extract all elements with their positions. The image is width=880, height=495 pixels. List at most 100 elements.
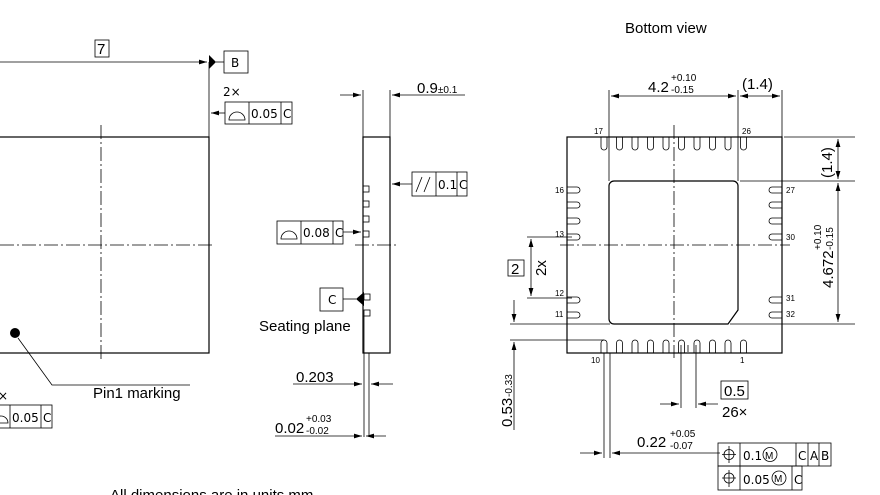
pin-pad — [616, 339, 623, 353]
svg-text:0.53: 0.53 — [499, 398, 516, 427]
svg-text:0.05: 0.05 — [251, 107, 278, 121]
svg-text:-0.33: -0.33 — [504, 374, 515, 397]
lead-dim: 0.203 — [296, 369, 334, 386]
svg-text:+0.10: +0.10 — [671, 73, 697, 84]
svg-text:0.08: 0.08 — [303, 226, 330, 240]
bottom-view-title: Bottom view — [625, 20, 707, 37]
pin-pad — [678, 137, 685, 151]
standoff-dim: 0.02 — [275, 420, 304, 437]
width-dim: 7 — [97, 41, 105, 58]
pin-pad — [740, 137, 747, 151]
datum-c: C — [328, 293, 336, 307]
pin-pad — [616, 137, 623, 151]
svg-text:C: C — [798, 449, 806, 463]
svg-text:C: C — [335, 226, 343, 240]
svg-text:0.05: 0.05 — [12, 411, 39, 425]
svg-text:2: 2 — [511, 261, 519, 278]
pin-pad — [709, 137, 716, 151]
svg-text:30: 30 — [786, 233, 795, 242]
svg-text:17: 17 — [594, 127, 603, 136]
fcf-profile-top: 0.05 C — [224, 101, 293, 125]
fcf-position-2: 0.05 M C — [717, 465, 803, 491]
svg-text:(1.4): (1.4) — [742, 76, 773, 93]
position-icon — [722, 446, 736, 463]
svg-text:-0.02: -0.02 — [306, 426, 329, 437]
exposed-pad — [608, 180, 739, 325]
svg-text:13: 13 — [555, 230, 564, 239]
fcf-profile-lower: 0.05 C — [0, 404, 53, 429]
svg-text:11: 11 — [555, 310, 564, 319]
svg-text:+0.03: +0.03 — [306, 414, 332, 425]
pin-pad — [724, 339, 732, 353]
svg-text:-0.15: -0.15 — [825, 227, 836, 250]
fcf-profile-side: 0.08 C — [276, 220, 344, 245]
pin-pad — [567, 296, 581, 304]
pin-pad — [678, 339, 685, 353]
pin1-dot — [10, 328, 20, 338]
pin-pad — [768, 296, 782, 304]
parallelism-icon — [415, 176, 431, 193]
svg-text:0.1: 0.1 — [438, 178, 457, 192]
pin-pad — [693, 339, 701, 353]
svg-text:+0.10: +0.10 — [813, 224, 824, 250]
datum-triangle-icon — [209, 55, 216, 69]
pin-pad — [567, 233, 581, 241]
svg-text:C: C — [794, 473, 802, 487]
pin-pad — [709, 339, 716, 353]
pin-pad — [631, 339, 639, 353]
svg-text:(1.4): (1.4) — [819, 147, 836, 178]
lead-width-dim: 0.22 — [637, 434, 666, 451]
svg-text:0.1: 0.1 — [743, 449, 762, 463]
pin-pad — [768, 217, 782, 225]
pin-pad — [600, 339, 608, 353]
svg-text:M: M — [774, 474, 782, 485]
svg-text:2x: 2x — [533, 260, 550, 276]
count-2x: 2× — [223, 85, 241, 99]
svg-text:16: 16 — [555, 186, 564, 195]
pin1-label: Pin1 marking — [93, 385, 181, 402]
pin-pad — [724, 137, 732, 151]
svg-text:4.672: 4.672 — [820, 250, 837, 288]
pin-pad — [693, 137, 701, 151]
pin-pad — [567, 311, 581, 319]
pin-pad — [662, 339, 670, 353]
svg-text:C: C — [283, 107, 291, 121]
profile-surface-icon — [228, 111, 246, 121]
svg-text:C: C — [459, 178, 467, 192]
svg-text:C: C — [43, 411, 51, 425]
svg-text:+0.05: +0.05 — [670, 429, 696, 440]
fcf-position-1: 0.1 M C A B — [717, 442, 832, 467]
svg-text:12: 12 — [555, 289, 564, 298]
svg-text:1: 1 — [740, 356, 745, 365]
svg-text:-0.15: -0.15 — [671, 85, 694, 96]
bottom-view: 17 26 16 13 12 11 27 30 31 32 10 1 4.2 +… — [499, 73, 855, 491]
svg-text:31: 31 — [786, 294, 795, 303]
pin-pad — [768, 186, 782, 194]
pin-pad — [768, 201, 782, 209]
datum-b: B — [231, 56, 239, 70]
pin-pad — [768, 233, 782, 241]
pin-pad — [567, 217, 581, 225]
pin-pad — [647, 339, 654, 353]
pitch-dim: 0.5 — [724, 383, 745, 400]
pin-pad — [740, 339, 747, 353]
svg-text:26×: 26× — [722, 404, 747, 421]
pin-pad — [647, 137, 654, 151]
svg-text:×: × — [0, 389, 8, 403]
svg-text:27: 27 — [786, 186, 795, 195]
pin-pad — [631, 137, 639, 151]
pin-pad — [567, 186, 581, 194]
svg-text:M: M — [765, 451, 773, 462]
pin-pad — [600, 137, 608, 151]
svg-text:0.05: 0.05 — [743, 473, 770, 487]
height-dim: 0.9±0.1 — [417, 80, 458, 97]
svg-text:A: A — [810, 449, 819, 463]
pad-width-dim: 4.2 — [648, 79, 669, 96]
pin-pad — [768, 311, 782, 319]
pin-pad — [567, 201, 581, 209]
units-note: All dimensions are in units mm — [110, 487, 313, 495]
